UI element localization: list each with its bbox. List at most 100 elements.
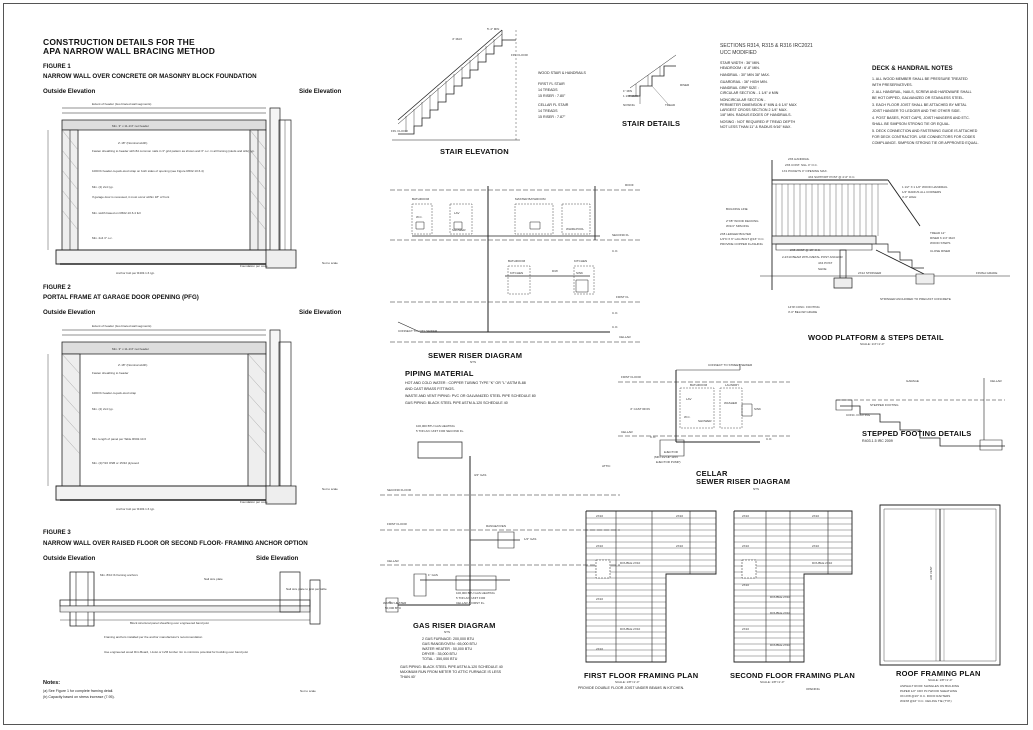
- fig3-notes-item: (a) See Figure 1 for complete framing de…: [43, 689, 114, 693]
- cellar-sewer-label: 4" CAST IRON: [630, 407, 650, 411]
- gas-footer-line: THAN 40': [400, 675, 416, 679]
- fig1-note: Fasten sheathing to header with 8d commo…: [92, 149, 255, 153]
- deck-label: 2X12 STRINGER: [858, 271, 882, 275]
- fig1-note: 1000 lb header-to-jack-stud strap on bot…: [92, 169, 204, 173]
- fig2-note: Foundation per code: [240, 500, 268, 504]
- gas-label: 100,000 BTU GAS HEATING: [416, 424, 455, 428]
- cellar-sewer-label: BATHROOM: [690, 383, 708, 387]
- deck-note: FOR DECK CONTRACTOR. USE CONNECTORS FOR …: [872, 135, 976, 139]
- fig2-note: 1000 lb header-to-jack-stud strap: [92, 391, 137, 395]
- stair-label: TREAD: [665, 103, 676, 107]
- sewer-label: W.C.: [416, 215, 423, 219]
- sf-joist-tag: DOUBLE 2X10: [812, 561, 833, 565]
- stair-label: NOSING: [623, 103, 635, 107]
- sewer-label: SINK: [576, 271, 584, 275]
- cellar-sewer-title-2: SEWER RISER DIAGRAM: [696, 477, 791, 486]
- cellar-sewer-label: EJECTOR: [664, 450, 678, 454]
- gas-label: 1/2" GAS: [524, 537, 537, 541]
- deck-note: SHALL BE SIMPSON STRONG TIE OR EQUAL.: [872, 122, 951, 126]
- fig2-note: Min. (2) 2x4 typ.: [92, 407, 114, 411]
- deck-label: 3'-0" BELOW GRADE: [788, 310, 818, 314]
- fig2-note: Min. length of panel per Table R602.10.6: [92, 437, 146, 441]
- deck-label: SHOE: [818, 267, 827, 271]
- sf-joist-tag: DOUBLE 2X10: [770, 611, 791, 615]
- deck-note: 2. ALL HANDRAIL, NAILS, SCREW AND HARDWA…: [872, 90, 972, 94]
- fig3-note: Min. 8/10 lb framing anchors: [100, 573, 138, 577]
- fig2-side-label: Side Elevation: [299, 309, 342, 316]
- deck-label: STRINGER ANCHORED TO PRECAST CONCRETE: [880, 297, 951, 301]
- deck-label: 1/2"D X 6" LAG BOLT @16" O.C.: [720, 237, 765, 241]
- fig2-note: 2'-18" (Nominal width): [118, 363, 148, 367]
- fig2-side-elevation: [266, 330, 296, 504]
- sections-line: LARGEST CROSS SECTION 2 1/4" MAX.: [720, 108, 788, 112]
- fig1-note: Min. 3" x 11-1/4" net header: [112, 124, 149, 128]
- sf-joist-tag: 2X10: [742, 514, 750, 518]
- fig3-note: Use engineered wood Rim Board, I-Joist o…: [104, 650, 248, 654]
- sewer-label: C.O.: [612, 249, 619, 253]
- fig1-note: Min. 2x4 3" o.c.: [92, 236, 113, 240]
- deck-label: 1X1 PICKETS 4" OPENING MAX.: [782, 169, 828, 173]
- sewer-label: C.O.: [612, 325, 619, 329]
- gas-riser-scale: NTS: [444, 630, 450, 634]
- gas-total-line: TOTAL : 350,000 BTU: [422, 657, 458, 661]
- sewer-label: SHOWER: [452, 228, 466, 232]
- roof-framing-drawing: [880, 505, 1000, 665]
- sewer-label: ROOF: [625, 183, 634, 187]
- wood-deck-drawing: [760, 160, 1010, 290]
- stair-details-title: STAIR DETAILS: [622, 119, 681, 128]
- fig3-title: NARROW WALL OVER RAISED FLOOR OR SECOND …: [43, 540, 308, 547]
- deck-label: 2X6 HANDRAIL: [788, 157, 810, 161]
- deck-label: FINISH GRADE: [976, 271, 998, 275]
- roof-ridge-label: AIR VENT: [929, 566, 933, 580]
- second-floor-framing-drawing: [734, 511, 852, 662]
- sewer-riser-scale: NTS: [470, 360, 476, 364]
- cellar-sewer-label: EJECTOR PUMP): [656, 460, 681, 464]
- sf-joist-tag: 2X10: [742, 544, 750, 548]
- stair-elevation-drawing: [392, 30, 520, 140]
- piping-line: AND CAST BRASS FITTINGS.: [405, 387, 455, 391]
- gas-total-line: GAS RANGE/OVEN : 65,000 BTU: [422, 642, 477, 646]
- fig3-notes-title: Notes:: [43, 680, 61, 686]
- gas-footer-line: GAS PIPING: BLACK STEEL PIPE ASTM A-120 …: [400, 665, 503, 669]
- gas-riser-drawing: [380, 442, 620, 612]
- cellar-sewer-drawing: [618, 364, 790, 456]
- gas-label: 3/4" GAS: [474, 473, 487, 477]
- cellar-sewer-scale: NTS: [753, 487, 759, 491]
- sewer-label: WHIRLPOOL: [566, 227, 585, 231]
- piping-line: GAS PIPING: BLACK STEEL PIPE ASTM A-120 …: [405, 401, 508, 405]
- deck-label: WOOD STEPS: [930, 241, 951, 245]
- sewer-label: FIRST FL: [616, 295, 629, 299]
- fig3-outside-label: Outside Elevation: [43, 555, 96, 562]
- deck-label: 4X4 SUPPORT POST @ 4'-0" O.C.: [808, 175, 856, 179]
- fig1-side-elevation: [266, 108, 296, 268]
- stepped-footing-subtitle: R403.1.5 IRC 2009: [862, 439, 893, 443]
- fig2-note: Min. 3" x 11-1/4" net header: [112, 347, 149, 351]
- fig1-note: If garage door is recessed, it must occu…: [92, 195, 170, 199]
- cellar-sewer-title-1: CELLAR: [696, 469, 728, 478]
- stair-details-drawing: [628, 55, 676, 104]
- sf-joist-tag: 2X10: [742, 583, 750, 587]
- ff-joist-tag: DOUBLE 2X10: [620, 627, 641, 631]
- gas-label: 50,000 BTU: [385, 606, 402, 610]
- fig3-note: Nail size plate: [204, 577, 223, 581]
- stair-elevation-title: STAIR ELEVATION: [440, 147, 509, 156]
- deck-label: 2X8 JOIST @ 16" O.C.: [790, 248, 821, 252]
- deck-note: BE HOT DIPPED, GALVANIZED OR STAINLESS S…: [872, 96, 965, 100]
- gas-total-line: DRYER : 35,000 BTU: [422, 652, 457, 656]
- stair-label: 14 TREADS: [538, 88, 558, 92]
- ff-joist-tag: DOUBLE 2X10: [620, 561, 641, 565]
- fig2-outside-label: Outside Elevation: [43, 309, 96, 316]
- first-floor-framing-drawing: [586, 511, 716, 662]
- stair-label: 1" MIN: [623, 89, 633, 93]
- sections-line: STAIR WIDTH : 36" MIN.: [720, 61, 760, 65]
- sections-line: NONCIRCULAR SECTION -: [720, 98, 766, 102]
- stepped-label: STEPPED FOOTING: [870, 403, 899, 407]
- stepped-footing-title: STEPPED FOOTING DETAILS: [862, 429, 972, 438]
- stair-label: 5'-4" MIN: [487, 27, 500, 31]
- ff-joist-tag: 2X10: [596, 544, 604, 548]
- gas-label: CELLAR & FIRST FL.: [456, 601, 486, 605]
- ff-joist-tag: 2X10: [596, 514, 604, 518]
- deck-note: JOIST HANGER TO LEDGER AND THE OTHER SID…: [872, 109, 961, 113]
- stair-label: RISER: [680, 83, 690, 87]
